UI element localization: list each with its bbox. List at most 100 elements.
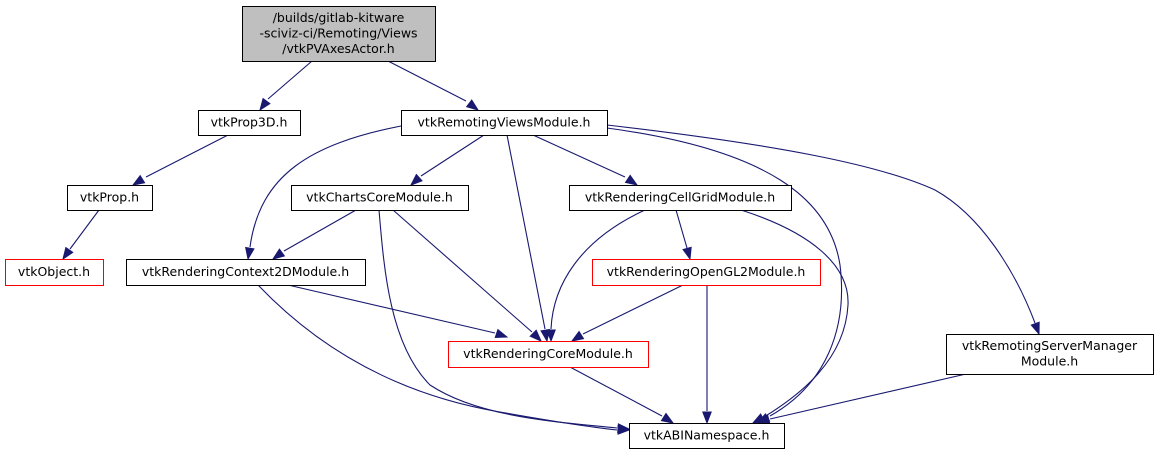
node-root: /builds/gitlab-kitware-sciviz-ci/Remotin… — [242, 6, 436, 62]
edge-line — [550, 209, 646, 330]
arrowhead-icon — [62, 246, 74, 261]
node-box — [198, 110, 301, 136]
node-label: vtkProp.h — [80, 189, 139, 204]
arrowhead-icon — [660, 412, 675, 424]
edge-opengl2-to-renderingcore — [570, 284, 684, 342]
edge-line — [267, 60, 313, 100]
node-box — [946, 334, 1154, 375]
edge-root-to-remotingviews — [387, 60, 480, 111]
arrowhead-icon — [409, 173, 423, 186]
node-renderingcore[interactable]: vtkRenderingCoreModule.h — [448, 341, 649, 368]
node-label: /builds/gitlab-kitware — [273, 10, 405, 25]
arrowhead-icon — [259, 97, 271, 112]
node-abinamespace[interactable]: vtkABINamespace.h — [629, 423, 785, 449]
edge-remotingviews-to-context2d — [245, 125, 402, 261]
node-label: -sciviz-ci/Remoting/Views — [259, 25, 417, 40]
edge-cellgrid-to-renderingcore — [546, 209, 646, 343]
arrowhead-icon — [624, 174, 639, 186]
edge-line — [378, 209, 618, 429]
node-box — [592, 259, 821, 286]
edge-remotingviews-to-servermanager — [606, 124, 1040, 336]
edge-line — [283, 209, 357, 252]
node-box — [569, 185, 792, 211]
node-context2d[interactable]: vtkRenderingContext2DModule.h — [126, 259, 366, 286]
node-box — [448, 341, 649, 368]
edge-line — [506, 134, 546, 330]
node-label: vtkRenderingCellGridModule.h — [585, 189, 775, 204]
node-prop[interactable]: vtkProp.h — [67, 185, 153, 211]
node-label: vtkChartsCoreModule.h — [306, 189, 453, 204]
edge-line — [249, 125, 402, 248]
arrowhead-icon — [271, 248, 286, 260]
node-label: vtkRenderingCoreModule.h — [463, 346, 633, 361]
edge-remotingviews-to-chartscore — [409, 134, 485, 186]
node-label: vtkRenderingOpenGL2Module.h — [607, 264, 806, 279]
arrowhead-icon — [682, 246, 692, 261]
arrowhead-icon — [131, 174, 146, 186]
node-box — [291, 185, 469, 211]
edge-chartscore-to-context2d — [271, 209, 357, 260]
node-cellgrid[interactable]: vtkRenderingCellGridModule.h — [569, 185, 792, 211]
arrowhead-icon — [546, 329, 556, 343]
edge-opengl2-to-abinamespace — [702, 285, 712, 425]
arrowhead-icon — [617, 425, 631, 435]
edge-remotingviews-to-cellgrid — [532, 134, 639, 186]
edge-root-to-prop3d — [259, 60, 313, 112]
edge-line — [420, 134, 485, 177]
edge-line — [145, 134, 229, 178]
node-label: vtkRenderingContext2DModule.h — [142, 264, 349, 279]
arrowhead-icon — [570, 330, 585, 342]
edge-context2d-to-abinamespace — [257, 284, 631, 435]
node-label: Module.h — [1021, 354, 1078, 369]
edges-layer — [62, 60, 1040, 435]
edge-chartscore-to-abinamespace — [378, 209, 631, 433]
node-label: /vtkPVAxesActor.h — [282, 41, 394, 56]
edge-line — [392, 209, 533, 333]
edge-renderingcore-to-abinamespace — [569, 366, 675, 424]
node-box — [5, 259, 104, 286]
edge-line — [740, 209, 849, 418]
node-box — [629, 423, 785, 449]
edge-prop3d-to-prop — [131, 134, 229, 186]
node-box — [242, 6, 436, 62]
edge-cellgrid-to-opengl2 — [675, 209, 692, 261]
arrowhead-icon — [494, 328, 509, 339]
arrowhead-icon — [1030, 321, 1040, 336]
node-prop3d[interactable]: vtkProp3D.h — [198, 110, 301, 136]
edge-remotingviews-to-renderingcore — [506, 134, 550, 343]
node-chartscore[interactable]: vtkChartsCoreModule.h — [291, 185, 469, 211]
arrowhead-icon — [702, 411, 712, 425]
edge-line — [532, 134, 626, 178]
edge-line — [606, 124, 1036, 324]
edge-chartscore-to-renderingcore — [392, 209, 542, 342]
edge-line — [582, 284, 684, 335]
edge-servermanager-to-abinamespace — [756, 373, 967, 424]
edge-line — [257, 284, 618, 431]
node-label: vtkProp3D.h — [211, 114, 288, 129]
edge-line — [69, 209, 100, 250]
arrowhead-icon — [529, 329, 542, 342]
node-label: vtkRemotingServerManager — [962, 338, 1138, 353]
edge-line — [387, 60, 467, 102]
node-box — [67, 185, 153, 211]
arrowhead-icon — [756, 414, 771, 424]
edge-line — [606, 127, 843, 417]
edge-prop-to-object — [62, 209, 100, 261]
arrowhead-icon — [245, 246, 255, 261]
edge-cellgrid-to-abinamespace — [740, 209, 849, 424]
node-remotingviews[interactable]: vtkRemotingViewsModule.h — [401, 110, 608, 136]
edge-line — [675, 209, 688, 249]
node-opengl2[interactable]: vtkRenderingOpenGL2Module.h — [592, 259, 821, 286]
node-label: vtkRemotingViewsModule.h — [418, 114, 591, 129]
arrowhead-icon — [465, 99, 480, 111]
node-box — [401, 110, 608, 136]
nodes-layer: /builds/gitlab-kitware-sciviz-ci/Remotin… — [5, 6, 1154, 449]
node-object[interactable]: vtkObject.h — [5, 259, 104, 286]
node-box — [126, 259, 366, 286]
node-label: vtkABINamespace.h — [644, 427, 770, 442]
node-label: vtkObject.h — [18, 264, 90, 279]
edge-context2d-to-renderingcore — [287, 284, 509, 339]
edge-line — [287, 284, 496, 334]
